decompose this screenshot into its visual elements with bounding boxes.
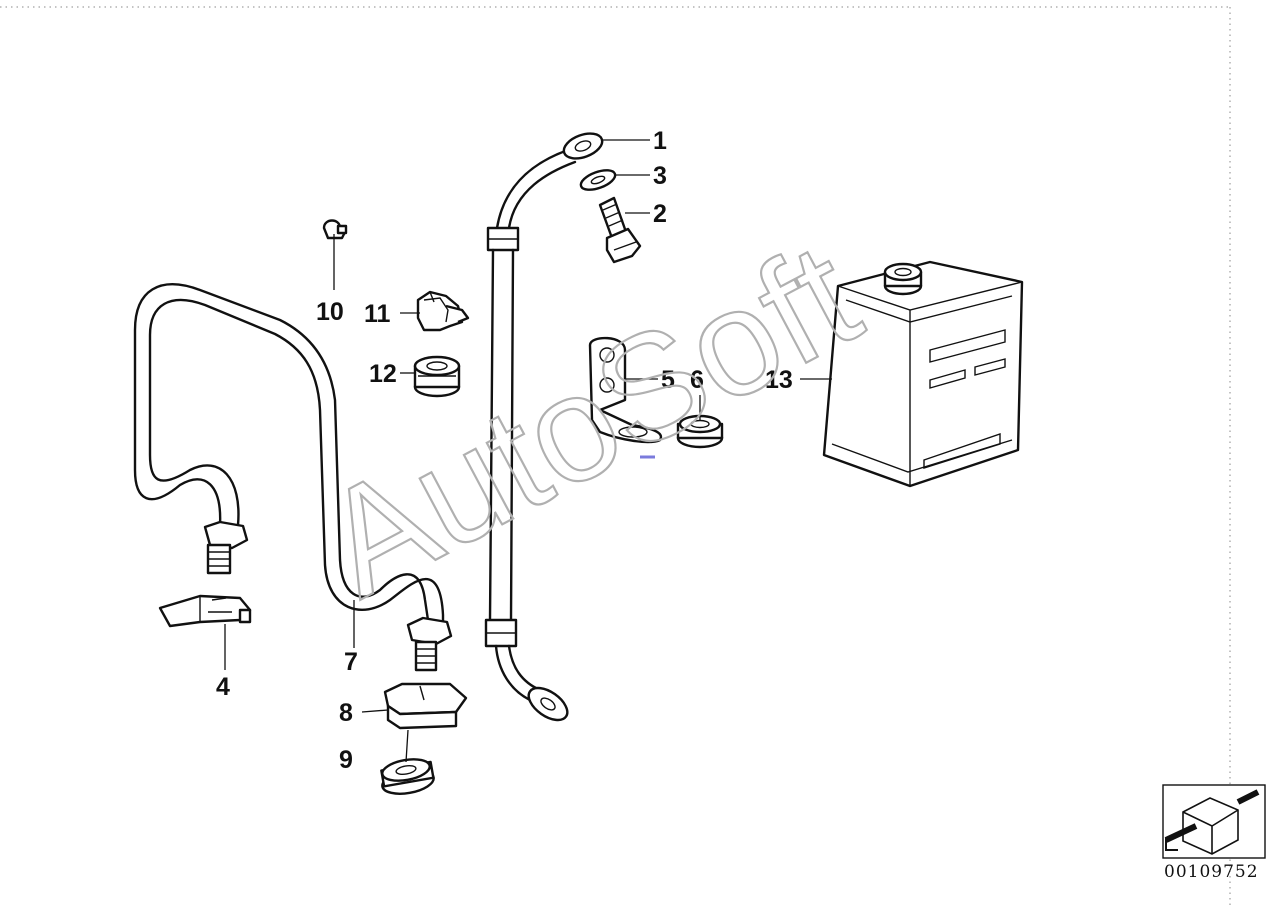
- callout-9: 9: [339, 746, 353, 774]
- part-1-brake-hose[interactable]: [484, 129, 606, 727]
- part-4-bracket[interactable]: [158, 594, 252, 628]
- part-13-reservoir[interactable]: [822, 260, 1024, 488]
- callout-6: 6: [690, 366, 704, 394]
- part-3-sealing-washer[interactable]: [578, 166, 617, 193]
- callout-8: 8: [339, 699, 353, 727]
- callout-7: 7: [344, 648, 358, 676]
- callout-10: 10: [316, 298, 344, 326]
- leader-lines: [224, 139, 832, 763]
- callout-4: 4: [216, 673, 230, 701]
- watermark: AutoSoft: [296, 210, 883, 628]
- part-12-grommet[interactable]: [413, 355, 461, 398]
- part-10-cap[interactable]: [322, 219, 348, 240]
- callout-labels: 1 2 3 4 5 6 7 8 9 10 11 12 13: [216, 127, 793, 774]
- callout-5: 5: [661, 366, 675, 394]
- callout-2: 2: [653, 200, 667, 228]
- part-7-brake-line[interactable]: [133, 283, 453, 672]
- part-9-grommet[interactable]: [380, 756, 435, 797]
- diagram-code: 00109752: [1164, 862, 1259, 882]
- callout-12: 12: [369, 360, 397, 388]
- part-11-hose-clip[interactable]: [416, 290, 470, 332]
- frame-border: [0, 6, 1231, 905]
- part-8-bracket[interactable]: [383, 682, 468, 730]
- cube-arrow-icon: [1164, 789, 1260, 855]
- callout-13: 13: [765, 366, 793, 394]
- diagram-code-box: 00109752: [1162, 784, 1266, 882]
- callout-11: 11: [364, 300, 391, 328]
- part-5-holder[interactable]: [588, 336, 663, 444]
- callout-1: 1: [653, 127, 667, 155]
- part-2-banjo-bolt[interactable]: [598, 196, 642, 264]
- part-6-rubber-mount[interactable]: [676, 414, 724, 449]
- callout-3: 3: [653, 162, 667, 190]
